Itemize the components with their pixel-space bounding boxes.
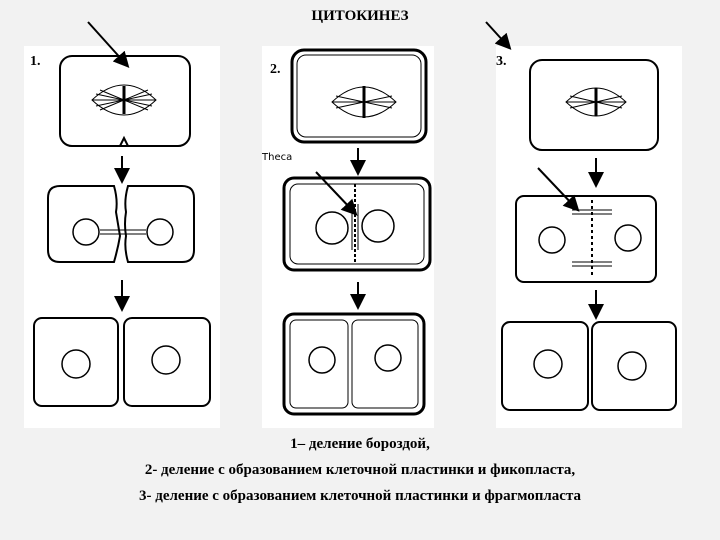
p3-cell-metaphase <box>529 59 659 151</box>
p2-spindle <box>331 86 397 118</box>
panel-3-number: 3. <box>496 54 507 69</box>
caption-line-3: 3- деление с образованием клеточной плас… <box>139 488 581 504</box>
panel-1-number: 1. <box>30 54 41 69</box>
p3-daughter-cells <box>501 321 677 411</box>
p2-cell-metaphase <box>290 48 428 144</box>
p1-cell-furrowing <box>47 185 195 263</box>
step-arrows <box>114 148 604 320</box>
p3-spindle <box>565 87 627 117</box>
p2-daughter-cells <box>282 312 426 416</box>
theca-label: Theca <box>262 152 293 163</box>
pointer-arrows <box>87 21 580 216</box>
caption-line-2: 2- деление с образованием клеточной плас… <box>144 462 576 478</box>
p1-daughter-cells <box>33 317 211 407</box>
page-title: ЦИТОКИНЕЗ <box>311 8 409 24</box>
p3-cell-dividing <box>515 195 657 283</box>
p2-cell-dividing <box>282 176 432 272</box>
caption-line-1: 1– деление бороздой, <box>290 436 430 452</box>
panel-2-number: 2. <box>270 62 281 77</box>
p1-spindle <box>91 84 157 116</box>
panel-furrow-division <box>24 46 220 428</box>
